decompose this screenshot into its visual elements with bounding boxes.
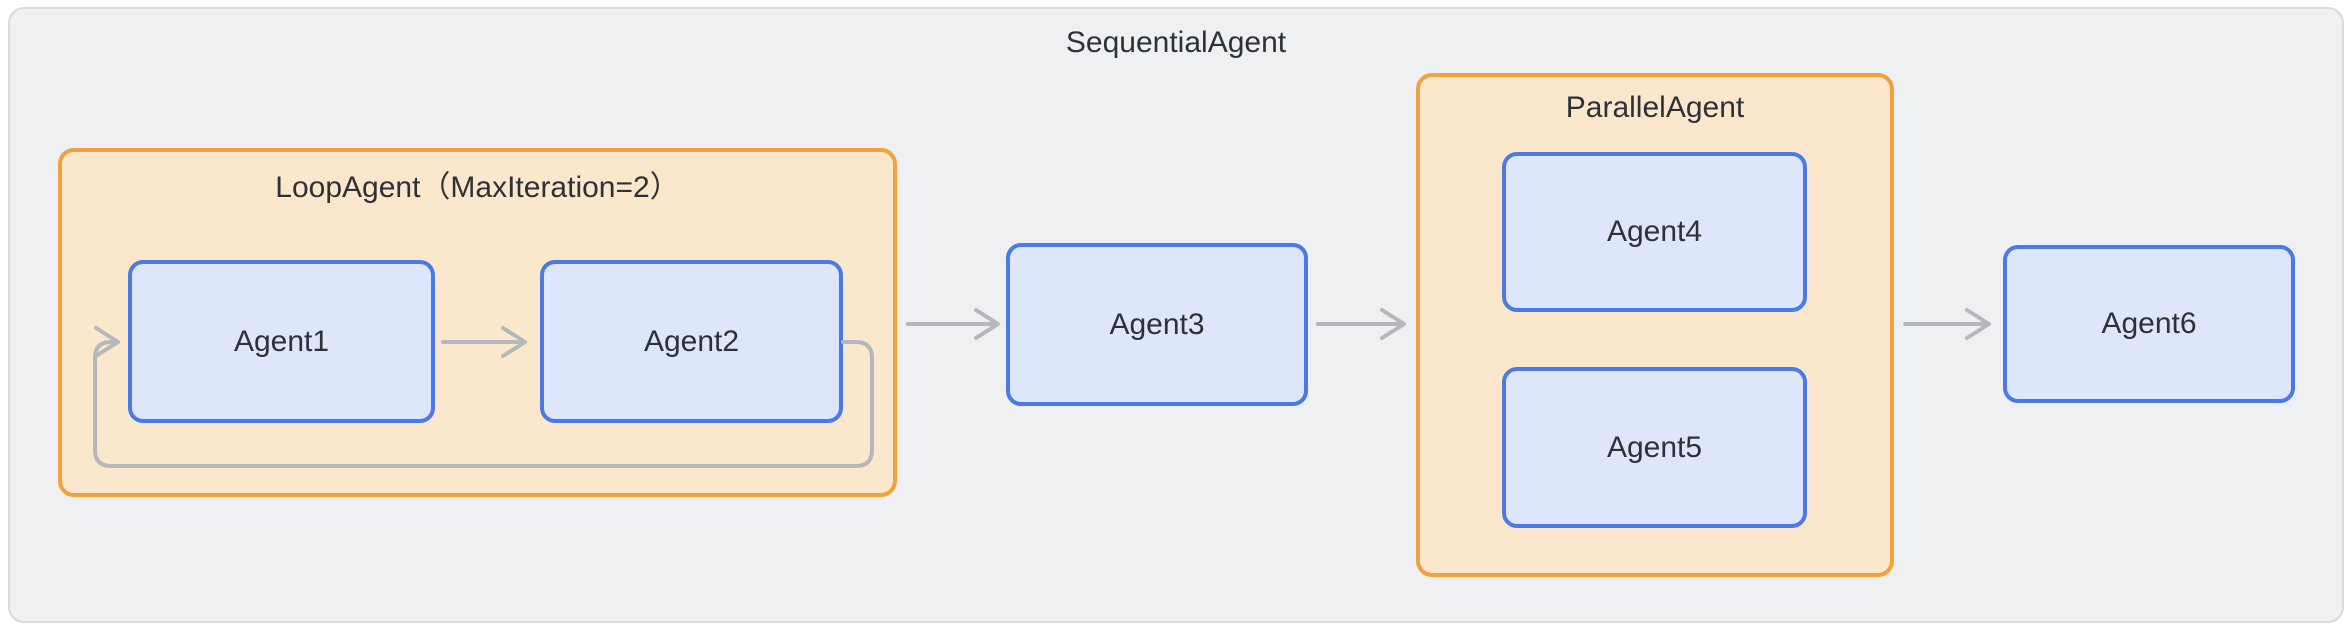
node-agent1: Agent1 — [128, 260, 435, 423]
node-agent3: Agent3 — [1006, 243, 1308, 406]
node-agent6: Agent6 — [2003, 245, 2295, 403]
node-agent2: Agent2 — [540, 260, 843, 423]
node-agent1-label: Agent1 — [233, 324, 330, 358]
node-agent5: Agent5 — [1502, 367, 1807, 528]
node-agent6-label: Agent6 — [2101, 307, 2197, 340]
parallel-agent-title: ParallelAgent — [1565, 91, 1745, 124]
node-agent3-label: Agent3 — [1109, 307, 1205, 341]
node-agent4: Agent4 — [1502, 152, 1807, 312]
sequential-agent-title: SequentialAgent — [1065, 26, 1287, 59]
loop-agent-title: LoopAgent（MaxIteration=2） — [275, 171, 680, 204]
node-agent5-label: Agent5 — [1606, 430, 1703, 464]
node-agent4-label: Agent4 — [1606, 215, 1703, 248]
node-agent2-label: Agent2 — [643, 324, 740, 358]
